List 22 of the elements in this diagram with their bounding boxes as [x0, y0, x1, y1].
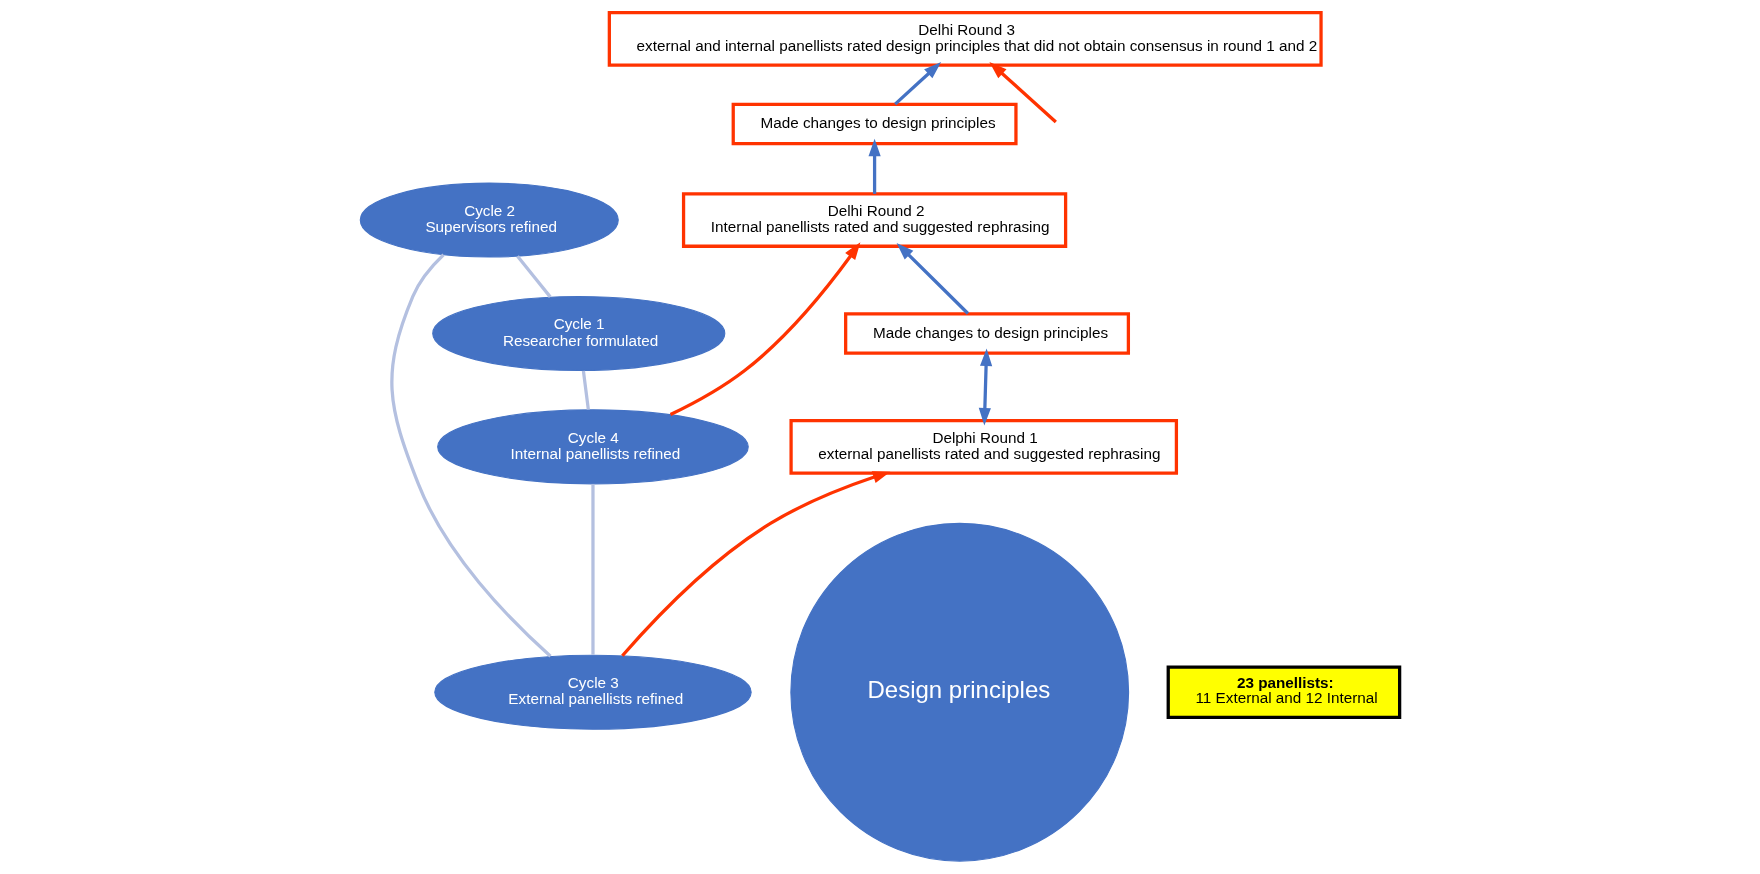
connector: [390, 253, 552, 658]
node-box: Made changes to design principles: [844, 312, 1130, 355]
connector: [591, 484, 595, 655]
node-box: Delhi Round 2 Internal panellists rated and suggested rephrasing: [681, 192, 1068, 248]
arrow: [621, 471, 891, 657]
node-ellipse: Cycle 1 Researcher formulated: [432, 295, 726, 371]
arrow: [894, 62, 942, 106]
node-box: Delphi Round 1 external panellists rated and suggested rephrasing: [789, 419, 1179, 475]
arrow: [896, 242, 970, 315]
arrow: [989, 61, 1057, 124]
arrow: [669, 242, 861, 416]
arrow: [978, 348, 993, 426]
node-circle: Design principles: [790, 522, 1130, 862]
node-ellipse: Cycle 4 Internal panellists refined: [437, 409, 749, 485]
connector: [581, 370, 590, 410]
node-ellipse: Cycle 2 Supervisors refined: [359, 182, 619, 258]
node-box: Delhi Round 3 external and internal panellists rated design principles that did not obtain consensus in round 1 and 2: [607, 11, 1323, 67]
node-box: Made changes to design principles: [731, 102, 1018, 146]
node-box: 23 panellists: 11 External and 12 Internal: [1166, 665, 1402, 719]
connector: [516, 255, 552, 298]
arrow: [868, 138, 881, 194]
node-ellipse: Cycle 3 External panellists refined: [434, 654, 752, 730]
